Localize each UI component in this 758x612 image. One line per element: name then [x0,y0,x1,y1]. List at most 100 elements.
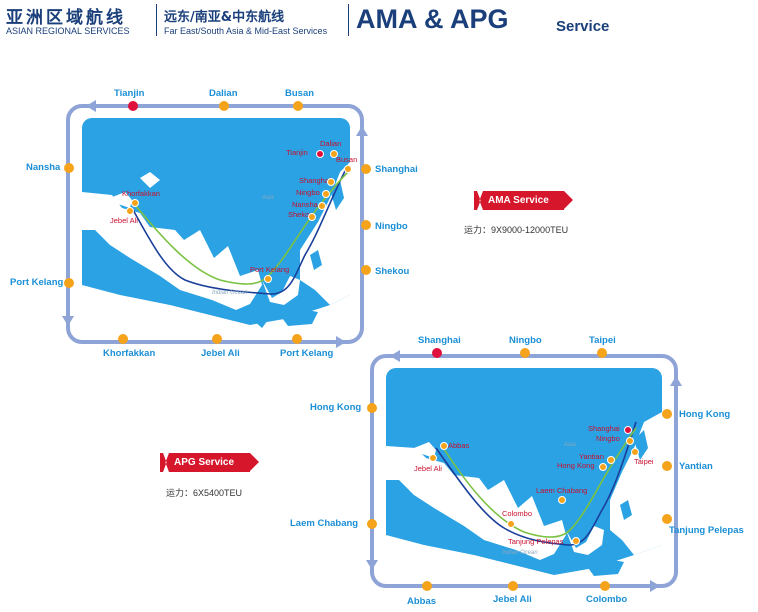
apg-loop-label: Laem Chabang [290,518,359,529]
apg-map-port-dot [507,520,515,528]
ama-capacity-label: 运力： [464,226,492,236]
ama-map-port: Busan [336,155,358,164]
apg-loop-dot [662,461,672,471]
ama-loop-dot [118,334,128,344]
ama-map-graphic [62,100,368,348]
apg-sea-asia: Asia [564,442,576,448]
apg-loop-label: Abbas [407,596,437,607]
apg-loop-label: Shanghai [418,335,461,346]
header-cn-title: 亚洲区域航线 [6,8,126,28]
ama-map-port-dot [131,199,139,207]
ama-loop-label: Busan [285,88,315,99]
ama-loop-label: Port Kelang [10,277,64,288]
ama-map-port-dot [308,213,316,221]
header-en-route: Far East/South Asia & Mid-East Services [164,26,328,36]
apg-loop-dot [600,581,610,591]
apg-loop-dot [432,348,442,358]
apg-map-port: Colombo [502,509,533,518]
apg-loop-dot [367,519,377,529]
apg-loop-label: Yantian [679,461,713,472]
apg-map-port-dot [599,463,607,471]
ama-loop-label: Shekou [375,266,410,277]
ama-loop-dot [361,164,371,174]
apg-map-port-dot [440,442,448,450]
ama-sea-indian-ocean: Indian Ocean [212,290,248,296]
apg-map-port: Abbas [448,441,470,450]
apg-capacity-value: 6X5400TEU [193,488,243,498]
ama-map-port: Ningbo [296,188,320,197]
apg-map: Asia Indian Ocean [364,350,684,600]
ama-loop-dot [293,101,303,111]
header-big-title: AMA & APG [356,4,509,34]
ama-loop-label: Khorfakkan [103,348,156,359]
ama-map-port: Shanghai [299,176,331,185]
apg-loop-label: Tanjung Pelepas [669,525,744,536]
header-en-title: ASIAN REGIONAL SERVICES [6,26,130,36]
ama-loop-label: Tianjin [114,88,145,99]
apg-loop-label: Hong Kong [679,409,731,420]
ama-capacity: 运力：9X9000-12000TEU [464,223,568,236]
apg-map-port-dot [558,496,566,504]
apg-map-port: Taipei [634,457,654,466]
apg-map-port: Yantian [579,452,604,461]
ama-loop-dot [219,101,229,111]
ama-loop-label: Port Kelang [280,348,334,359]
apg-loop-dot [662,409,672,419]
apg-loop-dot [597,348,607,358]
apg-map-port-dot [626,437,634,445]
apg-loop-dot [367,403,377,413]
apg-map-port: Shanghai [588,424,620,433]
apg-map-port: Tanjung Pelepas [508,537,564,546]
ama-map-port-dot [318,202,326,210]
apg-map-port: Laem Chabang [536,486,588,495]
apg-loop-dot [422,581,432,591]
apg-route-green [441,427,637,538]
ama-service-badge: AMA Service [474,191,573,210]
ama-map-port: Jebel Ali [110,216,138,225]
ama-loop-dot [212,334,222,344]
ama-map-port: Khorfakkan [122,189,160,198]
header-cn-route: 远东/南亚&中东航线 [164,10,285,25]
ama-map-port-dot [126,207,134,215]
ama-sea-asia: Asia [262,195,274,201]
apg-map-port-dot [624,426,632,434]
apg-loop-dot [508,581,518,591]
ama-loop-dot [64,278,74,288]
ama-loop-label: Nansha [26,162,61,173]
apg-map-graphic [366,350,682,592]
apg-service-badge: APG Service [160,453,259,472]
ama-loop-dot [361,220,371,230]
apg-route-blue [435,421,637,546]
apg-capacity: 运力：6X5400TEU [166,486,242,499]
ama-loop-label: Ningbo [375,221,408,232]
ama-map-port-dot [327,178,335,186]
ama-map-port: Shekou [288,210,314,219]
ama-map-port-dot [264,275,272,283]
header-divider [156,4,157,36]
ama-map-port-dot [330,150,338,158]
apg-capacity-label: 运力： [166,489,194,499]
ama-loop-label: Shanghai [375,164,418,175]
ama-loop-label: Dalian [209,88,238,99]
ama-map-port-dot [316,150,324,158]
ama-map-port: Dalian [320,139,342,148]
apg-loop-label: Hong Kong [310,402,362,413]
ama-route-blue [131,164,349,295]
apg-loop-dot [662,514,672,524]
ama-loop-dot [64,163,74,173]
apg-map-port-dot [607,456,615,464]
apg-loop-label: Colombo [586,594,628,605]
ama-loop-dot [128,101,138,111]
apg-map-port: Hong Kong [557,461,595,470]
apg-loop-label: Taipei [589,335,616,346]
apg-sea-indian-ocean: Indian Ocean [502,550,538,556]
ama-map-port: Port Kelang [250,265,290,274]
ama-map-port: Tianjin [286,148,308,157]
header: 亚洲区域航线 ASIAN REGIONAL SERVICES 远东/南亚&中东航… [0,0,758,44]
ama-map: Asia Indian Ocean [0,80,460,370]
ama-loop-label: Jebel Ali [201,348,240,359]
apg-map-port-dot [572,537,580,545]
apg-loop-dot [520,348,530,358]
ama-map-port: Nansha [292,200,318,209]
apg-loop-label: Ningbo [509,335,542,346]
